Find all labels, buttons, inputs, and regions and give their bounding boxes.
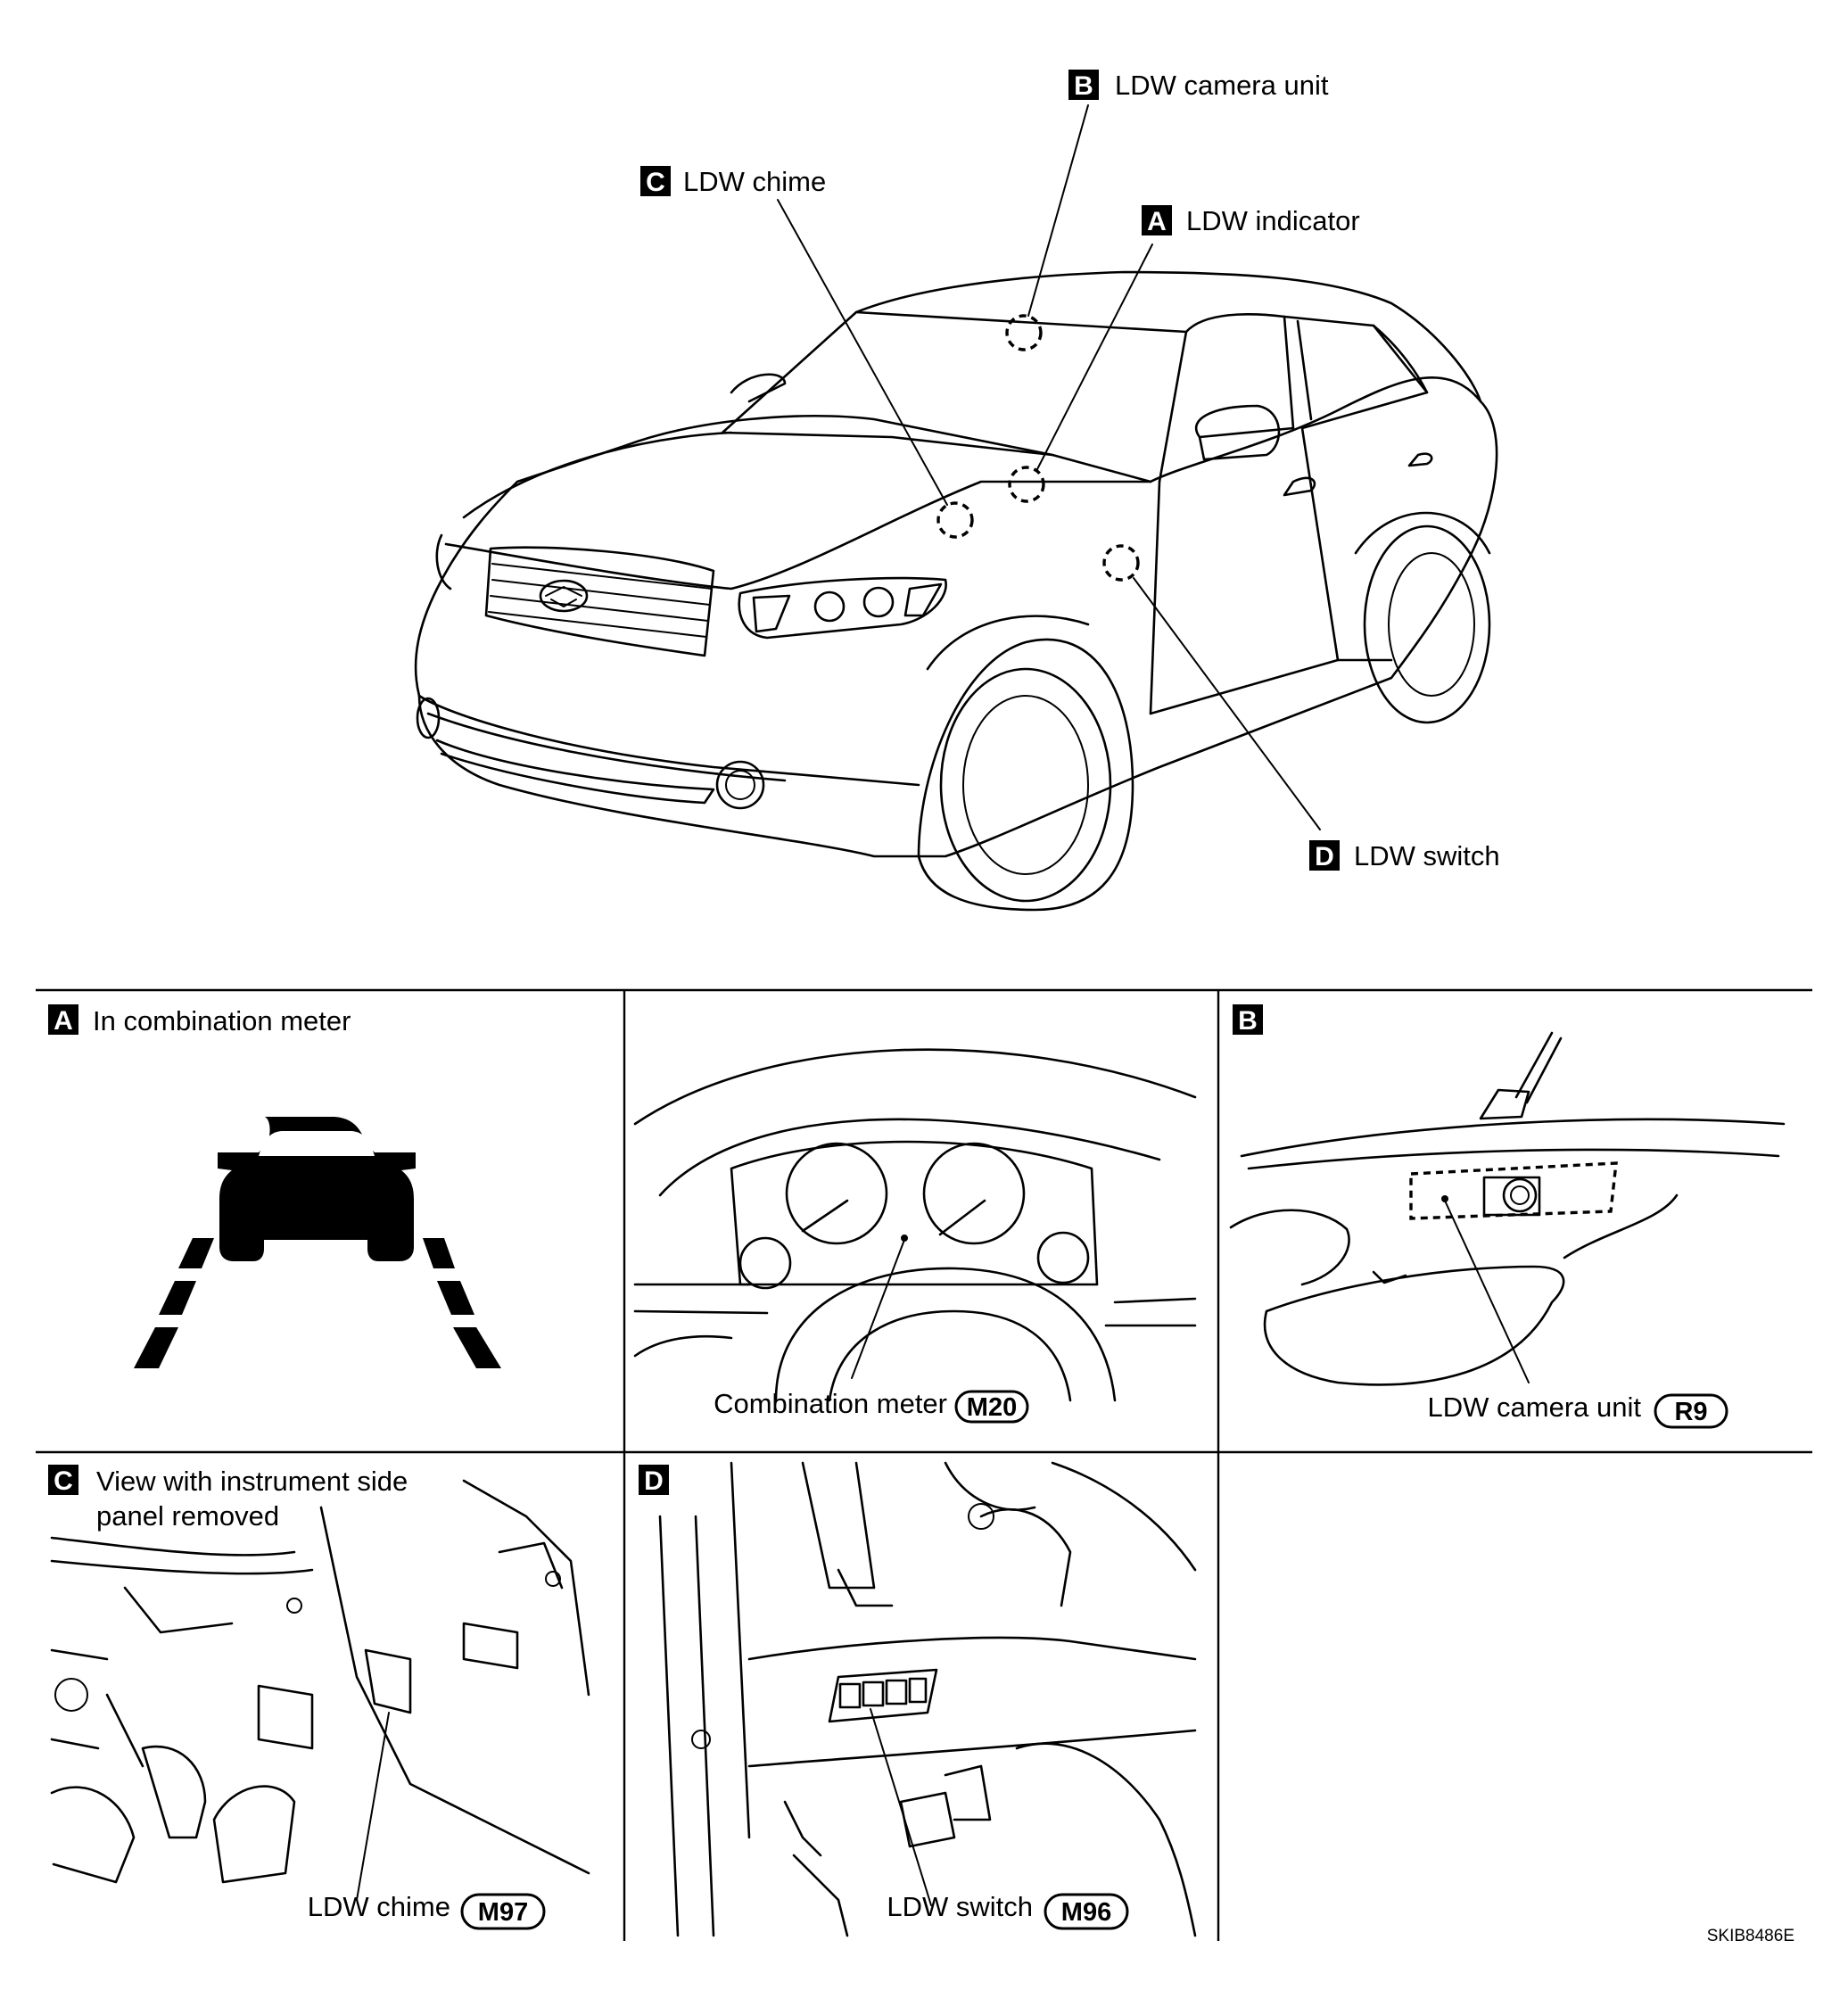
callout-letter-badge bbox=[640, 166, 671, 196]
connector-badge bbox=[954, 1390, 1029, 1424]
panel-title-line1: View with instrument side bbox=[96, 1466, 408, 1497]
callout-label: LDW indicator bbox=[1186, 205, 1360, 236]
lane-departure-warning-icon bbox=[134, 1117, 501, 1368]
connector-badge bbox=[1654, 1393, 1728, 1429]
panel-d-switch-location: D LDW switch M96 bbox=[639, 1461, 1197, 1937]
callout-letter: A bbox=[1147, 207, 1167, 236]
panel-letter-badge bbox=[639, 1465, 669, 1495]
callout-letter: C bbox=[646, 168, 665, 197]
panel-letter-badge bbox=[1233, 1004, 1263, 1035]
panel-b-camera-location: B LDW camera unit R9 bbox=[1229, 1004, 1786, 1429]
combination-meter-label: Combination meter bbox=[714, 1388, 947, 1419]
ldw-switch-label: LDW switch bbox=[887, 1891, 1033, 1922]
detail-panel-grid bbox=[36, 988, 1812, 1941]
connector-r9: R9 bbox=[1674, 1398, 1707, 1426]
panel-letter: B bbox=[1238, 1006, 1258, 1036]
figure-reference-code: SKIB8486E bbox=[1707, 1927, 1794, 1945]
connector-m97: M97 bbox=[478, 1898, 528, 1927]
callout-a-indicator: A LDW indicator bbox=[1142, 205, 1360, 236]
panel-title: In combination meter bbox=[93, 1005, 351, 1036]
connector-m20: M20 bbox=[967, 1393, 1017, 1422]
callout-c-chime: C LDW chime bbox=[640, 166, 826, 197]
connector-badge bbox=[1044, 1893, 1129, 1930]
callout-letter: B bbox=[1074, 71, 1093, 101]
instrument-cluster-illustration bbox=[633, 1048, 1197, 1402]
callout-label: LDW switch bbox=[1354, 840, 1500, 871]
under-dash-chime-illustration bbox=[50, 1479, 590, 1901]
callout-b-camera: B LDW camera unit bbox=[1068, 70, 1329, 101]
panel-letter: A bbox=[54, 1006, 73, 1036]
panel-a-combination-meter: A In combination meter bbox=[48, 1004, 501, 1368]
callout-letter-badge bbox=[1309, 840, 1340, 871]
windshield-camera-illustration bbox=[1229, 1031, 1786, 1386]
panel-title-line2: panel removed bbox=[96, 1500, 279, 1532]
connector-badge bbox=[460, 1893, 546, 1930]
callout-letter-badge bbox=[1068, 70, 1099, 100]
panel-c-chime-location: C View with instrument side panel remove… bbox=[48, 1465, 590, 1930]
callout-label: LDW camera unit bbox=[1115, 70, 1329, 101]
panel-letter: D bbox=[644, 1466, 664, 1496]
panel-letter: C bbox=[54, 1466, 73, 1496]
callout-letter-badge bbox=[1142, 205, 1172, 235]
panel-letter-badge bbox=[48, 1465, 78, 1495]
panel-meter-location: Combination meter M20 bbox=[633, 1048, 1197, 1424]
callout-d-switch: D LDW switch bbox=[1309, 840, 1500, 871]
vehicle-illustration bbox=[414, 104, 1498, 912]
panel-letter-badge bbox=[48, 1004, 78, 1035]
callout-label: LDW chime bbox=[683, 166, 826, 197]
ldw-camera-unit-label: LDW camera unit bbox=[1428, 1392, 1642, 1423]
lower-dash-switch-illustration bbox=[658, 1461, 1197, 1937]
callout-letter: D bbox=[1315, 842, 1334, 871]
connector-m96: M96 bbox=[1061, 1898, 1111, 1927]
ldw-chime-label: LDW chime bbox=[308, 1891, 450, 1922]
